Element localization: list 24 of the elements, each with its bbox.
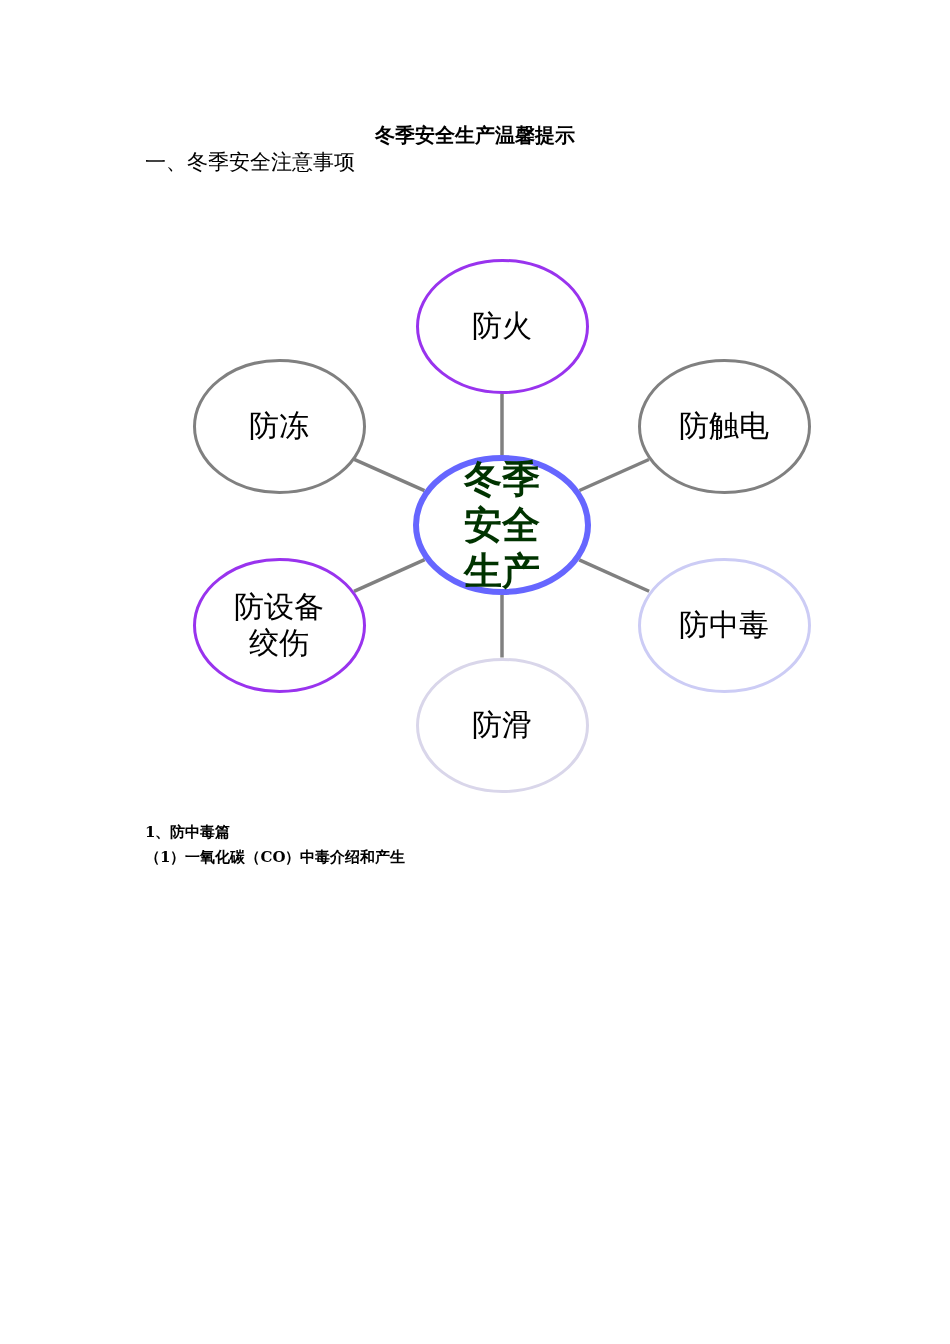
connector-line bbox=[500, 393, 504, 455]
bubble-label: 冬季安全生产 bbox=[462, 456, 541, 594]
connector-line bbox=[500, 595, 504, 658]
ellipse-bubble bbox=[192, 557, 366, 693]
subsection-heading: （1）一氧化碳（CO）中毒介绍和产生 bbox=[145, 848, 406, 867]
bubble-label: 防冻 bbox=[249, 406, 309, 445]
ellipse-bubble bbox=[415, 258, 589, 394]
ellipse-bubble bbox=[415, 657, 589, 793]
bubble-label: 防滑 bbox=[472, 705, 532, 744]
connector-line bbox=[578, 558, 650, 593]
connector-line bbox=[353, 457, 426, 493]
bubble-label: 防中毒 bbox=[679, 605, 769, 644]
connector-line bbox=[578, 457, 650, 493]
ellipse-bubble bbox=[637, 358, 811, 494]
section-heading: 一、冬季安全注意事项 bbox=[145, 149, 355, 176]
bubble-label: 防设备绞伤 bbox=[233, 589, 325, 661]
title: 冬季安全生产温馨提示 bbox=[374, 122, 576, 149]
subsection-heading: 1、防中毒篇 bbox=[145, 823, 231, 842]
ellipse-bubble bbox=[192, 358, 366, 494]
bubble-label: 防触电 bbox=[679, 406, 769, 445]
ellipse-bubble bbox=[637, 557, 811, 693]
connector-line bbox=[353, 558, 426, 593]
ellipse-bubble bbox=[413, 455, 591, 595]
bubble-label: 防火 bbox=[472, 306, 532, 345]
